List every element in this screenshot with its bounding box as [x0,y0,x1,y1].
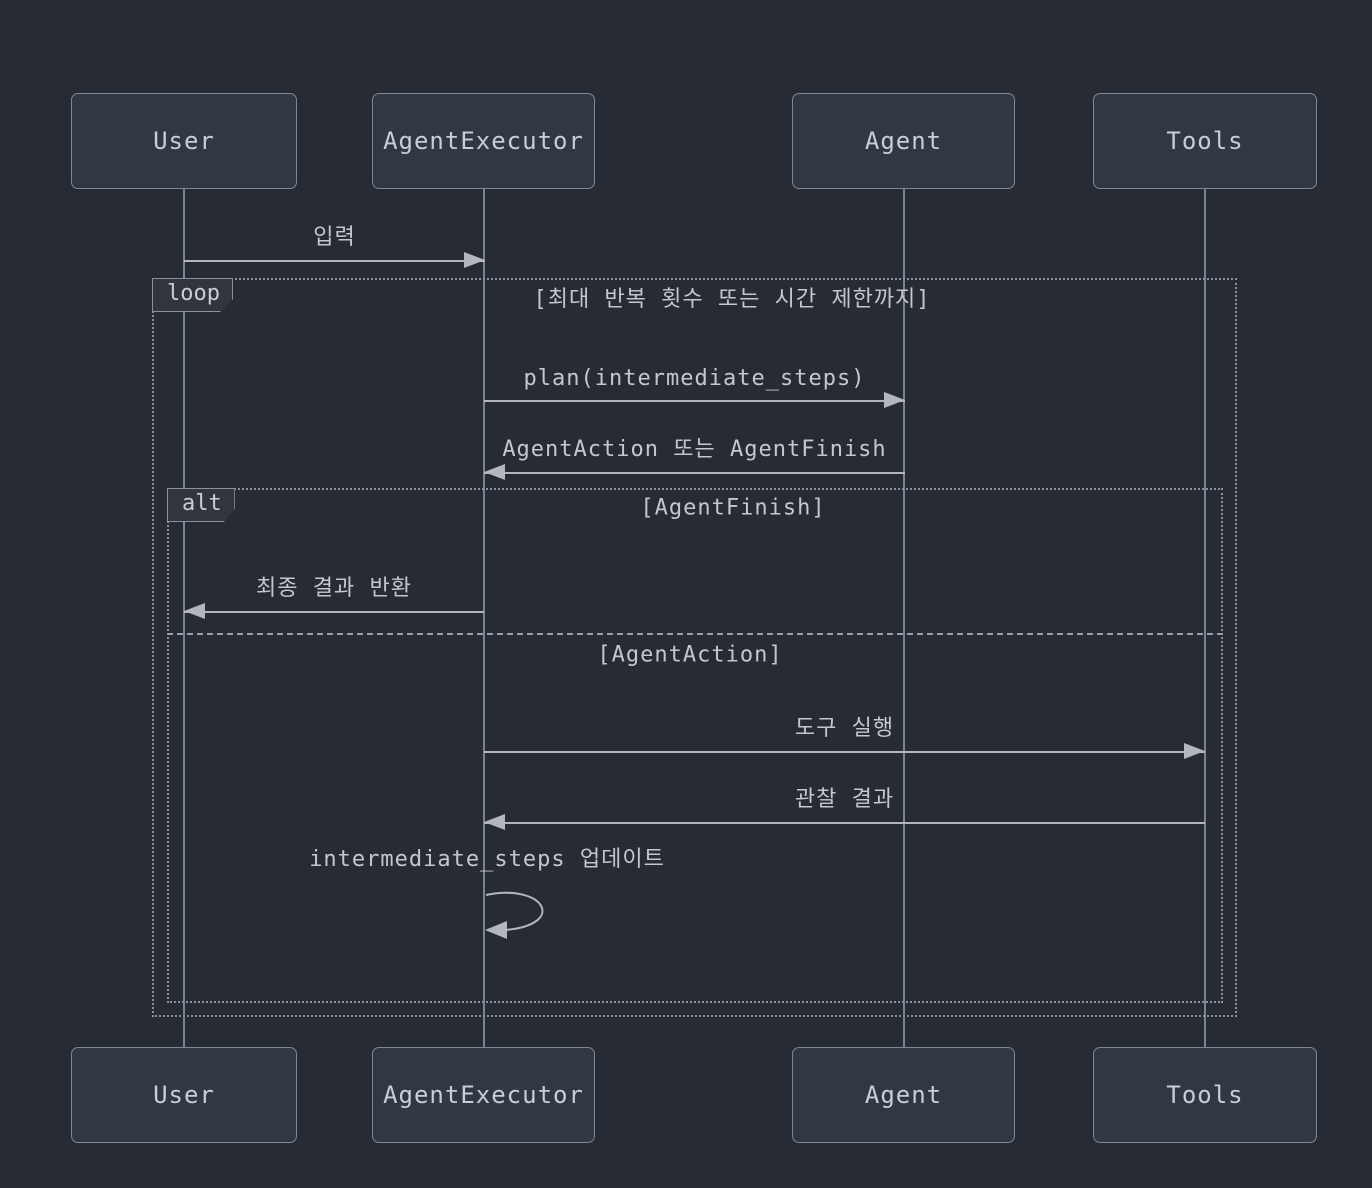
arrow-line [184,611,484,613]
message-label: AgentAction 또는 AgentFinish [502,437,887,462]
alt-divider [167,633,1223,635]
actor-bottom-agentexecutor: AgentExecutor [372,1047,595,1143]
alt-if-condition: [AgentFinish] [640,495,826,521]
self-loop-arrow [485,891,544,939]
message-label: 최종 결과 반환 [256,576,412,601]
alt-frame-tag: alt [167,488,235,522]
actor-label: Agent [864,1081,943,1109]
actor-label: Tools [1166,1081,1244,1109]
loop-label: loop [167,281,220,306]
message-label: 입력 [313,225,356,250]
arrow-line [484,472,905,474]
actor-label: User [153,1081,215,1109]
arrowhead-left-icon [484,814,505,830]
lifeline-agent [903,189,905,1047]
actor-label: Agent [864,127,943,155]
arrow-line [484,751,1205,753]
actor-top-agentexecutor: AgentExecutor [372,93,595,189]
arrowhead-right-icon [1184,743,1205,759]
arrow-line [484,822,1205,824]
actor-top-user: User [71,93,297,189]
arrowhead-right-icon [884,392,905,408]
alt-label: alt [182,491,222,516]
actor-top-agent: Agent [792,93,1015,189]
message-label: 도구 실행 [794,716,895,741]
loop-frame-tag: loop [152,278,233,312]
arrowhead-right-icon [464,252,485,268]
alt-else-condition: [AgentAction] [597,642,783,668]
arrow-line [484,400,905,402]
actor-bottom-agent: Agent [792,1047,1015,1143]
actor-label: Tools [1166,127,1244,155]
actor-label: AgentExecutor [383,1081,584,1109]
arrow-line [184,260,485,262]
lifeline-tools [1204,189,1206,1047]
actor-label: User [153,127,215,155]
message-label: plan(intermediate_steps) [523,366,866,391]
actor-bottom-tools: Tools [1093,1047,1317,1143]
message-label: 관찰 결과 [794,787,895,812]
loop-condition: [최대 반복 횟수 또는 시간 제한까지] [533,287,931,312]
lifeline-agentexecutor [483,189,485,1047]
alt-frame [167,488,1223,1003]
loop-frame [152,278,1237,1017]
actor-label: AgentExecutor [383,127,584,155]
message-label: intermediate_steps 업데이트 [309,847,665,872]
arrowhead-left-icon [484,464,505,480]
arrowhead-left-icon [184,603,205,619]
actor-top-tools: Tools [1093,93,1317,189]
actor-bottom-user: User [71,1047,297,1143]
